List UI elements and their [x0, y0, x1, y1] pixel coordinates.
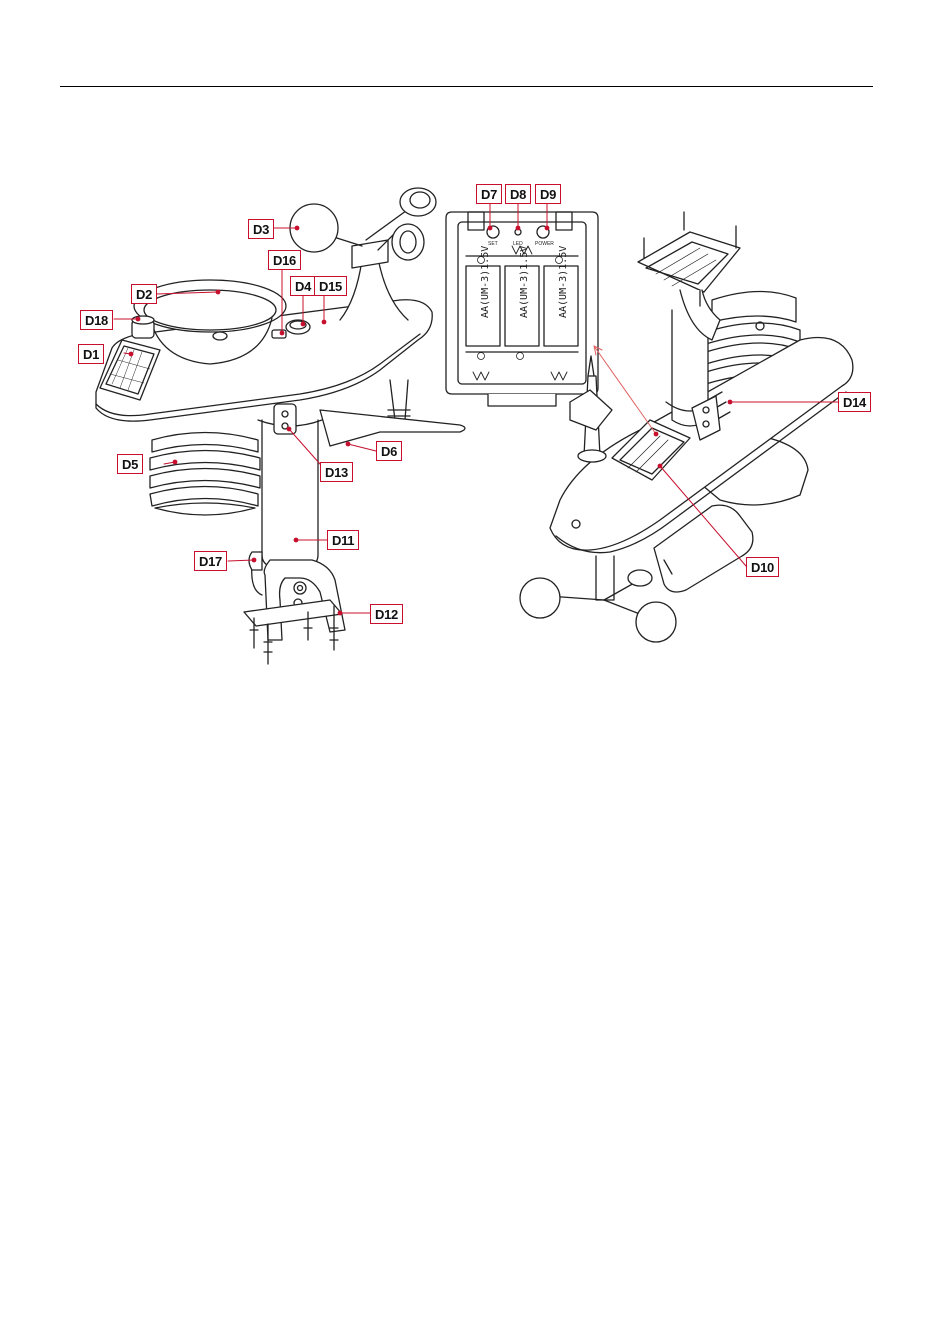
callout-d12: D12	[370, 604, 403, 624]
led-label: LED	[513, 241, 523, 247]
callout-d1: D1	[78, 344, 104, 364]
callout-d2: D2	[131, 284, 157, 304]
callout-d9: D9	[535, 184, 561, 204]
callout-d5: D5	[117, 454, 143, 474]
callout-d10: D10	[746, 557, 779, 577]
callout-d11: D11	[327, 530, 359, 550]
cell-label-middle: AA(UM-3)1.5V	[519, 246, 530, 318]
power-button-label: POWER	[535, 241, 554, 247]
callout-d14: D14	[838, 392, 871, 412]
callout-d18: D18	[80, 310, 113, 330]
callout-d7: D7	[476, 184, 502, 204]
callout-d15: D15	[314, 276, 347, 296]
callout-d6: D6	[376, 441, 402, 461]
callout-d16: D16	[268, 250, 301, 270]
callout-d4: D4	[290, 276, 316, 296]
callout-d17: D17	[194, 551, 227, 571]
battery-compartment-detail: AA(UM-3)1.5V AA(UM-3)1.5V AA(UM-3)1.5V S…	[446, 212, 598, 406]
callout-d8: D8	[505, 184, 531, 204]
callout-d13: D13	[320, 462, 353, 482]
callout-d3: D3	[248, 219, 274, 239]
set-button-label: SET	[488, 241, 498, 247]
